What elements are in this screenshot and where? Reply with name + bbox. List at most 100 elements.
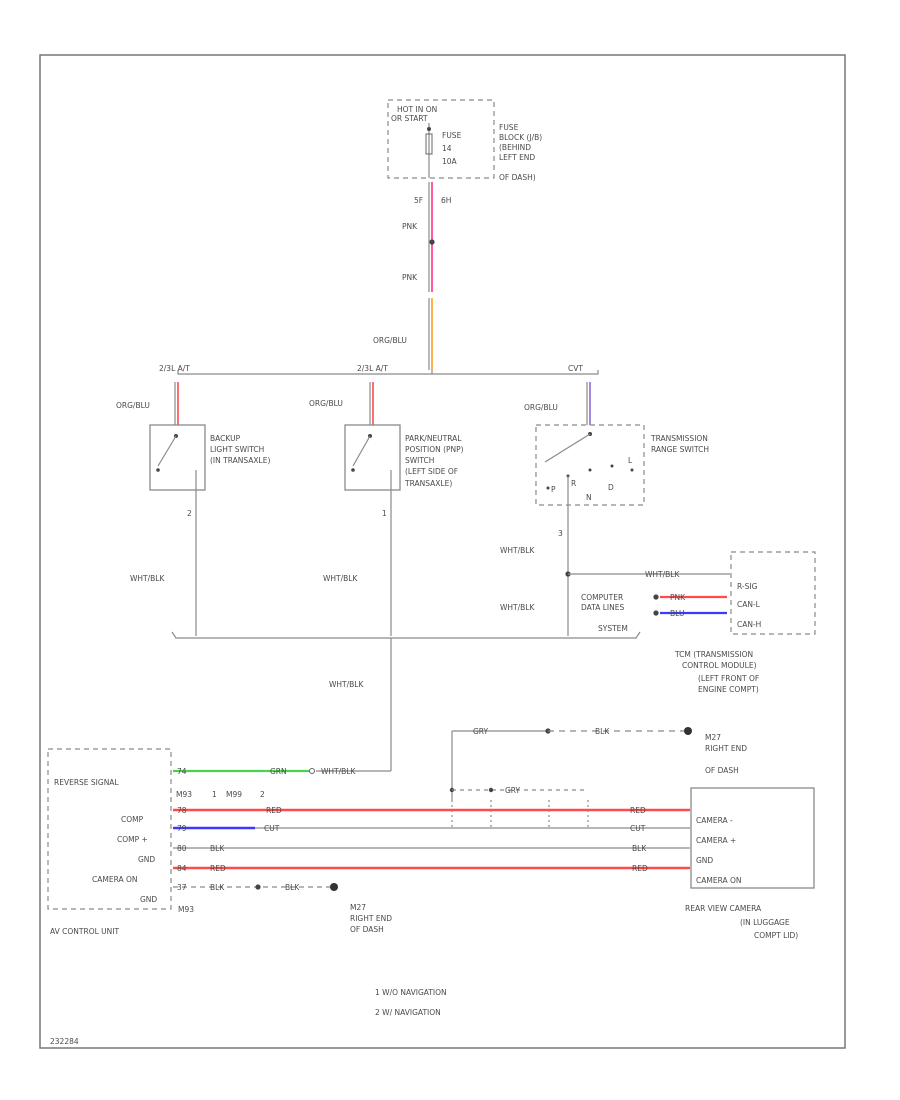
trs-position-n: N	[586, 493, 592, 502]
fuse-icon	[425, 133, 433, 155]
camera-label-2: (IN LUGGAGE	[740, 918, 790, 927]
wire-label-org-blu-middle: ORG/BLU	[309, 399, 343, 408]
wire-label-red-comp: RED	[266, 806, 282, 815]
av-control-unit-label: AV CONTROL UNIT	[50, 927, 119, 936]
tcm-pin-can-l: CAN-L	[737, 600, 761, 609]
transmission-range-switch-box	[535, 424, 645, 506]
trs-position-d: D	[608, 483, 614, 492]
av-connector-m99: M99	[226, 790, 242, 799]
fuse-block-location-1: FUSE	[499, 123, 519, 132]
tcm-pin-can-h: CAN-H	[737, 620, 761, 629]
wire-label-wht-blk-tcm: WHT/BLK	[645, 570, 680, 579]
av-pin-reverse-signal: REVERSE SIGNAL	[54, 778, 119, 787]
tcm-label-2: CONTROL MODULE)	[682, 661, 757, 670]
av-pin-num-74: 74	[177, 767, 187, 776]
av-pin-num-79: 79	[177, 824, 187, 833]
ground-bottom-label-2: RIGHT END	[350, 914, 392, 923]
av-connector-m93-bottom: M93	[178, 905, 194, 914]
power-label-2: OR START	[391, 114, 428, 123]
fuse-block-box	[387, 99, 495, 179]
trs-label-1: TRANSMISSION	[650, 434, 708, 443]
tcm-label-1: TCM (TRANSMISSION	[674, 650, 753, 659]
splice-label-left: 2/3L A/T	[159, 364, 190, 373]
splice-label-right: CVT	[568, 364, 583, 373]
fuse-label: FUSE	[442, 131, 462, 140]
backup-switch-label-2: LIGHT SWITCH	[210, 445, 264, 454]
camera-label-3: COMPT LID)	[754, 931, 798, 940]
fuse-pin-right: 6H	[441, 196, 451, 205]
av-pin-camera-on: CAMERA ON	[92, 875, 138, 884]
wire-label-pnk-2: PNK	[402, 273, 418, 282]
fuse-number: 14	[442, 144, 452, 153]
av-pin-num-84: 84	[177, 864, 187, 873]
rear-view-camera-box	[690, 787, 815, 889]
splice-label-middle: 2/3L A/T	[357, 364, 388, 373]
ground-top-label-3: OF DASH	[705, 766, 739, 775]
wire-label-org-blu-right: ORG/BLU	[524, 403, 558, 412]
wire-label-blk-gnd: BLK	[210, 844, 225, 853]
signal-bus	[171, 631, 641, 639]
ground-top-label-1: M27	[705, 733, 721, 742]
tcm-label-4: ENGINE COMPT)	[698, 685, 759, 694]
wire-label-cut-r: CUT	[630, 824, 646, 833]
tcm-label-3: (LEFT FRONT OF	[698, 674, 759, 683]
pnp-switch-label-2: POSITION (PNP)	[405, 445, 464, 454]
fuse-block-location-2: BLOCK (J/B)	[499, 133, 542, 142]
wire-label-blk-top: BLK	[595, 727, 610, 736]
pnp-switch-label-4: (LEFT SIDE OF	[405, 467, 458, 476]
pnp-switch-box	[344, 424, 401, 491]
data-lines-label-2: DATA LINES	[581, 603, 624, 612]
trs-pin: 3	[558, 529, 563, 538]
power-label-1: HOT IN ON	[397, 105, 437, 114]
ground-bottom-icon	[330, 883, 338, 891]
diagram-id: 232284	[50, 1037, 79, 1046]
wire-label-org-blu-main: ORG/BLU	[373, 336, 407, 345]
pnp-switch-label-1: PARK/NEUTRAL	[405, 434, 462, 443]
ground-bottom-label-3: OF DASH	[350, 925, 384, 934]
wire-label-blk-gnd-3: BLK	[285, 883, 300, 892]
av-pin-comp-plus: COMP +	[117, 835, 148, 844]
fuse-amps: 10A	[442, 157, 458, 166]
pnp-switch-pin: 1	[382, 509, 387, 518]
backup-switch-label-3: (IN TRANSAXLE)	[210, 456, 270, 465]
wire-label-org-blu-left: ORG/BLU	[116, 401, 150, 410]
fuse-block-location-3: (BEHIND	[499, 143, 531, 152]
trs-position-p: P	[551, 485, 556, 494]
wire-label-wht-blk-4: WHT/BLK	[500, 603, 535, 612]
camera-pin-gnd: GND	[696, 856, 713, 865]
note-2: 2 W/ NAVIGATION	[375, 1008, 441, 1017]
wire-label-grn: GRN	[270, 767, 287, 776]
trs-position-l: L	[628, 456, 633, 465]
av-connector-note-1: 1	[212, 790, 217, 799]
av-pin-comp: COMP	[121, 815, 144, 824]
pnp-switch-label-3: SWITCH	[405, 456, 434, 465]
fuse-block-location-5: OF DASH)	[499, 173, 536, 182]
av-pin-gnd-2: GND	[140, 895, 157, 904]
trs-position-r: R	[571, 479, 576, 488]
av-pin-num-37: 37	[177, 883, 187, 892]
backup-light-switch-box	[149, 424, 206, 491]
wire-label-cut: CUT	[264, 824, 280, 833]
wire-label-gry-shield: GRY	[505, 786, 521, 795]
data-lines-label-1: COMPUTER	[581, 593, 623, 602]
ground-top-icon	[684, 727, 692, 735]
wire-label-gry-top: GRY	[473, 727, 489, 736]
wire-label-wht-blk-2: WHT/BLK	[323, 574, 358, 583]
camera-label-1: REAR VIEW CAMERA	[685, 904, 762, 913]
trs-label-2: RANGE SWITCH	[651, 445, 709, 454]
av-connector-note-2: 2	[260, 790, 265, 799]
data-lines-label-3: SYSTEM	[598, 624, 628, 633]
tcm-pin-r-sig: R-SIG	[737, 582, 758, 591]
backup-switch-pin: 2	[187, 509, 192, 518]
av-control-unit-box	[47, 748, 172, 910]
ground-bottom-label-1: M27	[350, 903, 366, 912]
diagram-frame	[39, 54, 846, 1049]
wire-label-wht-blk-1: WHT/BLK	[130, 574, 165, 583]
wire-label-wht-blk-6: WHT/BLK	[321, 767, 356, 776]
wire-label-blk-gnd-2: BLK	[210, 883, 225, 892]
note-1: 1 W/O NAVIGATION	[375, 988, 447, 997]
wire-label-blu-can: BLU	[670, 609, 684, 618]
pnp-switch-label-5: TRANSAXLE)	[404, 479, 452, 488]
tcm-box	[730, 551, 816, 635]
